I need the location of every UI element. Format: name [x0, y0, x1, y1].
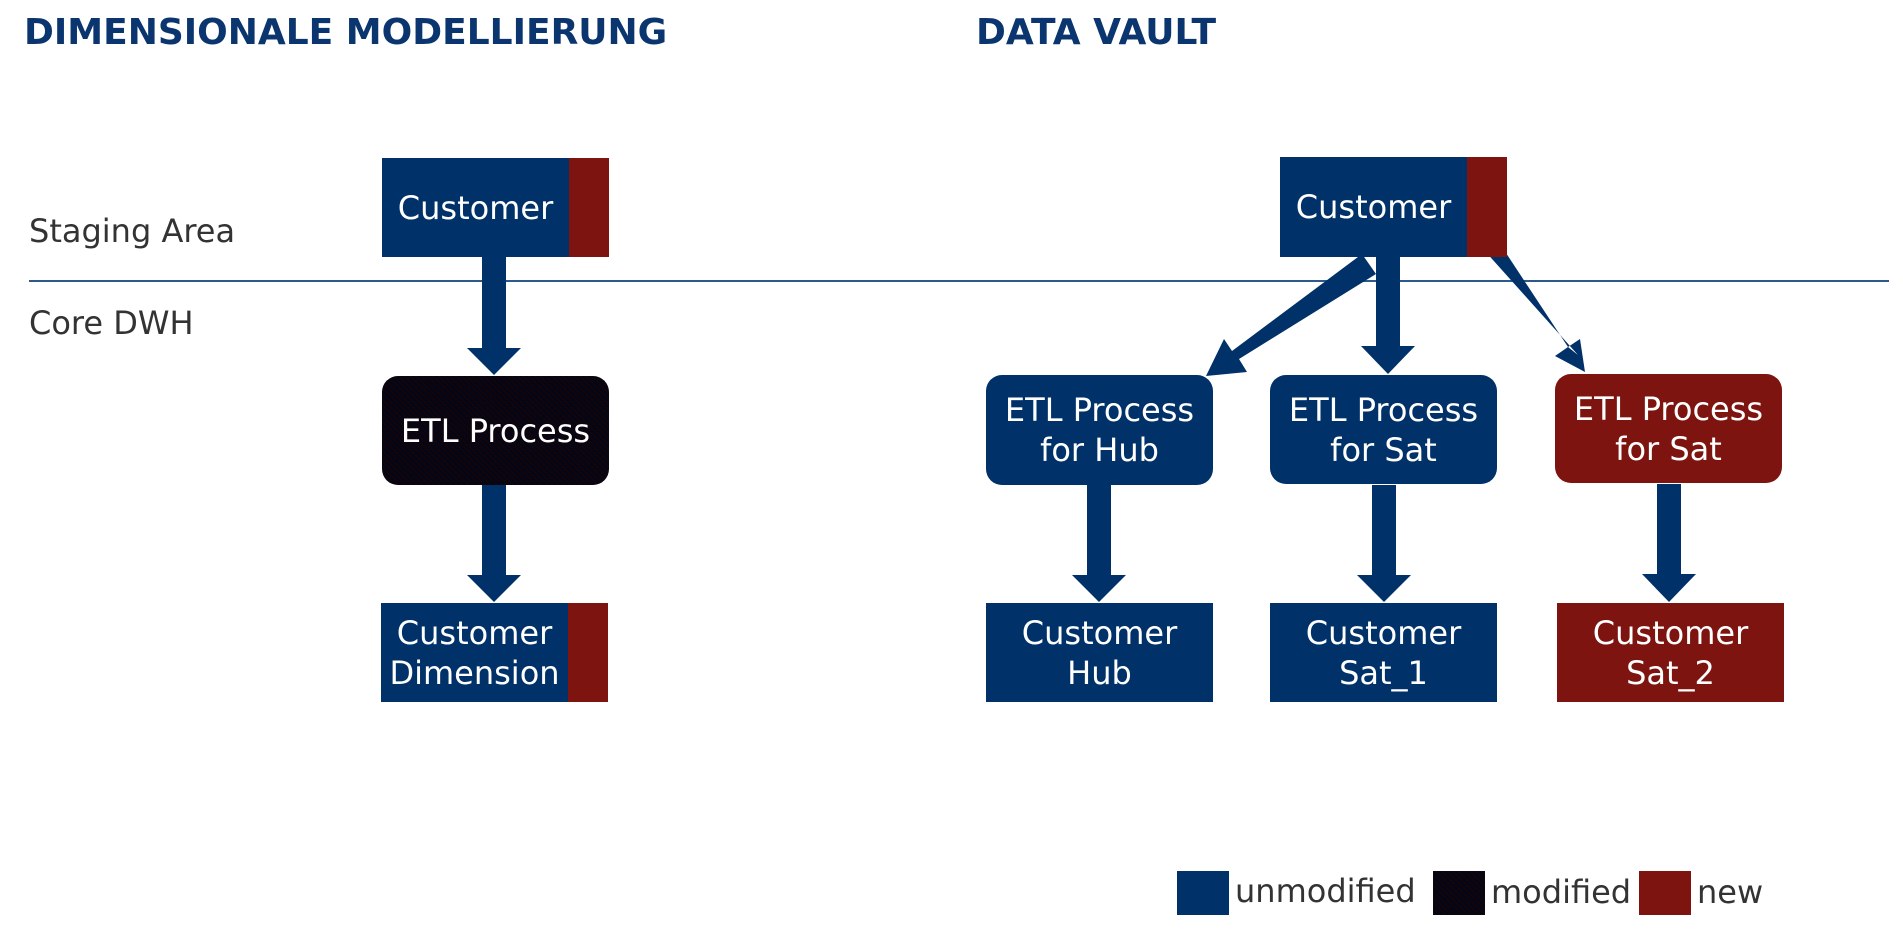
- legend-swatch-new: [1639, 871, 1691, 915]
- new-attribute-marker: [1467, 157, 1507, 257]
- dv-customer-staging-box: Customer: [1280, 157, 1507, 257]
- dv-etl-hub-box: ETL Process for Hub: [986, 375, 1213, 485]
- dv-etl-sat1-box: ETL Process for Sat: [1270, 375, 1497, 484]
- arrow-staging-to-etl-sat1: [1361, 257, 1415, 374]
- dim-customer-dimension-label: Customer Dimension: [389, 613, 560, 692]
- dim-customer-staging-label: Customer: [397, 188, 554, 227]
- dv-etl-sat2-label: ETL Process for Sat: [1573, 389, 1764, 468]
- zone-label-staging-area: Staging Area: [29, 212, 236, 250]
- dv-etl-sat2-box: ETL Process for Sat: [1555, 374, 1782, 483]
- arrow-etl-sat1-to-customer-sat1: [1357, 485, 1411, 602]
- arrow-etl-to-dimension: [467, 485, 521, 602]
- arrow-staging-to-etl-sat2: [1484, 250, 1585, 372]
- dv-customer-hub-label: Customer Hub: [1021, 613, 1178, 692]
- legend-label-new: new: [1697, 873, 1764, 911]
- arrow-staging-to-etl-hub: [1206, 254, 1376, 376]
- legend-swatch-modified: [1433, 871, 1485, 915]
- dv-customer-sat1-box: Customer Sat_1: [1270, 603, 1497, 702]
- arrow-staging-to-etl: [467, 257, 521, 375]
- dv-etl-hub-label: ETL Process for Hub: [1004, 391, 1195, 469]
- legend-label-unmodified: unmodified: [1235, 872, 1416, 910]
- dv-customer-sat1-label: Customer Sat_1: [1305, 613, 1462, 692]
- dv-customer-sat2-label: Customer Sat_2: [1592, 613, 1749, 692]
- zone-divider: [29, 280, 1889, 282]
- title-data-vault: DATA VAULT: [976, 12, 1217, 53]
- dim-etl-process-box: ETL Process: [382, 376, 609, 485]
- dim-etl-process-label: ETL Process: [400, 411, 591, 450]
- zone-label-core-dwh: Core DWH: [29, 304, 194, 342]
- new-attribute-marker: [569, 158, 609, 257]
- legend-label-modified: modified: [1491, 873, 1632, 911]
- dv-etl-sat1-label: ETL Process for Sat: [1288, 390, 1479, 469]
- title-dimensional-modelling: DIMENSIONALE MODELLIERUNG: [24, 12, 668, 53]
- dv-customer-sat2-box: Customer Sat_2: [1557, 603, 1784, 702]
- arrow-etl-sat2-to-customer-sat2: [1642, 484, 1696, 602]
- arrow-etl-hub-to-customer-hub: [1072, 485, 1126, 602]
- dim-customer-dimension-box: Customer Dimension: [381, 603, 608, 702]
- dv-customer-staging-label: Customer: [1295, 188, 1452, 226]
- legend-swatch-unmodified: [1177, 871, 1229, 915]
- dv-customer-hub-box: Customer Hub: [986, 603, 1213, 702]
- new-attribute-marker: [568, 603, 608, 702]
- dim-customer-staging-box: Customer: [382, 158, 609, 257]
